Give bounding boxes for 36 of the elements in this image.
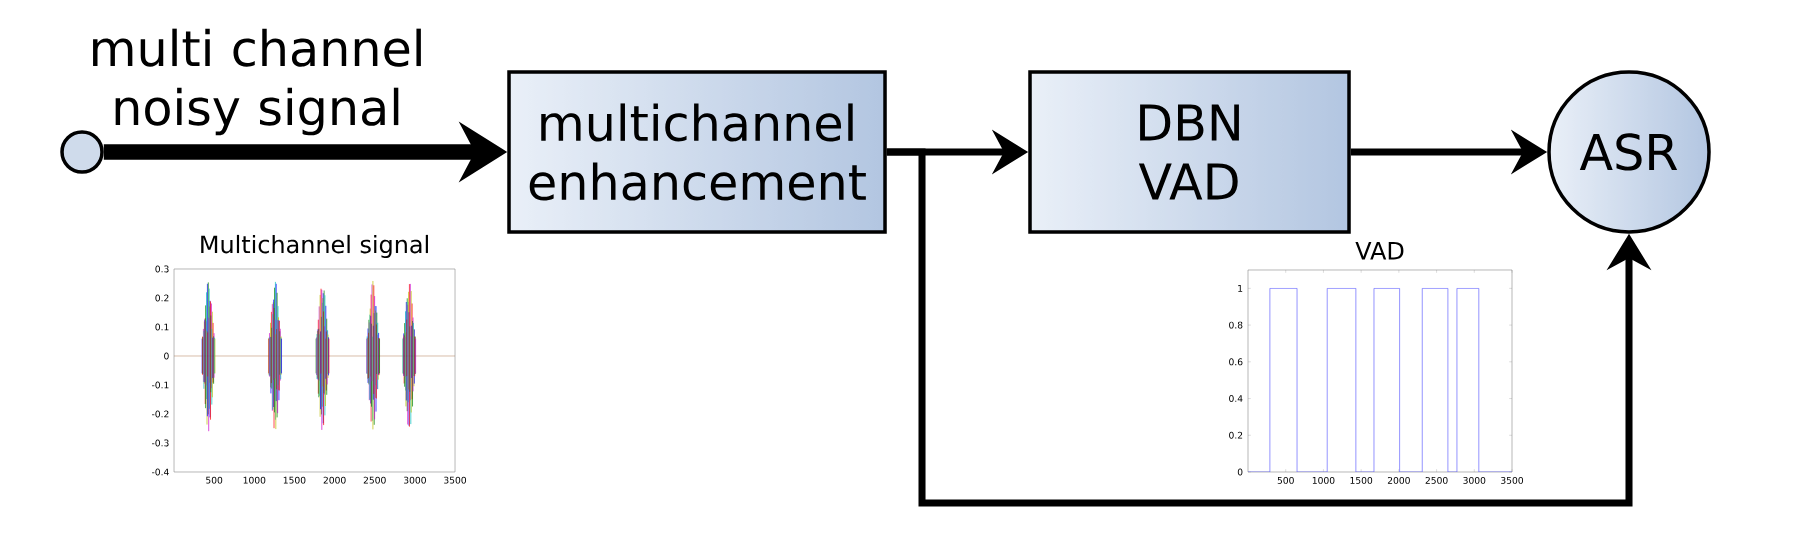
x-tick-label: 1000 — [1312, 476, 1335, 484]
tick-label: 2500 — [363, 476, 386, 484]
y-tick-label: 0.2 — [1229, 431, 1243, 439]
tick-label: 0.1 — [155, 323, 169, 331]
y-tick-label: 0.6 — [1229, 358, 1243, 366]
y-tick-label: 0.4 — [1229, 395, 1243, 402]
tick-label: 3000 — [404, 476, 426, 484]
x-tick-label: 3500 — [1501, 476, 1524, 484]
tick-label: -0.2 — [151, 410, 169, 418]
x-tick-label: 2500 — [1425, 476, 1448, 484]
y-tick-label: 1 — [1238, 285, 1243, 292]
line-chart: 500 1000 1500 2000 2500 3000 3500 0 0.2 0.4 0.6 0.8 1 VAD — [1229, 242, 1523, 484]
x-tick-label: 3000 — [1463, 476, 1486, 484]
process-box: multichannel enhancement — [507, 70, 887, 234]
x-tick-label: 2000 — [1387, 476, 1410, 484]
circle-node — [60, 130, 104, 174]
y-tick-label: 0.8 — [1229, 321, 1243, 329]
tick-label: -0.1 — [151, 381, 169, 389]
process-box: DBN VAD — [1028, 70, 1351, 234]
plot-title: Multichannel signal — [201, 234, 428, 258]
chart-title: VAD — [1355, 241, 1404, 260]
tick-label: 1000 — [243, 476, 266, 484]
tick-label: -0.3 — [151, 439, 169, 447]
tick-label: 0.2 — [155, 294, 169, 302]
tick-label: 0 — [164, 352, 169, 360]
tick-label: 2000 — [323, 476, 346, 484]
circle-node: ASR — [1547, 70, 1711, 234]
tick-label: 3500 — [444, 476, 467, 484]
tick-label: 500 — [206, 476, 223, 484]
y-tick-label: 0 — [1237, 468, 1243, 476]
x-tick-label: 500 — [1277, 476, 1294, 484]
tick-label: 1500 — [283, 476, 306, 484]
tick-label: 0.3 — [155, 265, 169, 273]
edge-label: multi channel noisy signal — [93, 28, 421, 136]
x-tick-label: 1500 — [1350, 476, 1373, 484]
tick-label: -0.4 — [151, 468, 169, 476]
